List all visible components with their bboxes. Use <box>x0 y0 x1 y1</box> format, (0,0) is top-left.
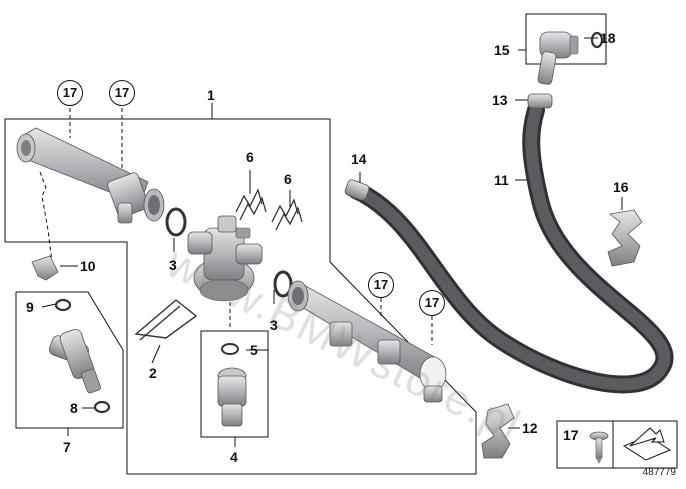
callout-10: 10 <box>80 258 96 274</box>
legend-callout-17: 17 <box>563 427 579 443</box>
callout-15: 15 <box>494 42 510 58</box>
clip-10 <box>31 255 59 281</box>
frame-legend <box>556 420 678 469</box>
o-ring-3-left <box>165 207 187 237</box>
injector-7 <box>49 298 111 414</box>
legend-arrow-icon <box>622 427 672 461</box>
callout-17-circled: 17 <box>368 272 394 298</box>
callout-3-left: 3 <box>169 257 177 273</box>
hose-clamp-13 <box>527 93 553 109</box>
callout-18: 18 <box>600 30 616 46</box>
connector-15 <box>537 31 579 85</box>
callout-4: 4 <box>230 449 238 465</box>
hose-clamp-14 <box>344 179 370 201</box>
fuel-hose-11 <box>347 101 674 394</box>
callout-17-circled: 17 <box>57 80 83 106</box>
callout-11: 11 <box>494 172 509 188</box>
frame-connector-15 <box>525 13 607 65</box>
o-ring-18 <box>590 31 604 49</box>
callout-8: 8 <box>70 400 78 416</box>
fuel-rail-right <box>287 280 447 403</box>
callout-9: 9 <box>26 299 34 315</box>
callout-7: 7 <box>63 439 71 455</box>
holder-12 <box>481 403 515 459</box>
bracket-2 <box>134 299 198 341</box>
callout-16: 16 <box>613 179 629 195</box>
callout-5: 5 <box>250 342 258 358</box>
frames <box>4 13 678 475</box>
callout-13: 13 <box>492 92 508 108</box>
holder-16 <box>607 209 643 267</box>
callout-14: 14 <box>351 151 367 167</box>
callout-6-right: 6 <box>284 171 292 187</box>
frame-assembly-1 <box>4 118 477 475</box>
o-ring-3-right <box>273 270 293 298</box>
callout-17-circled: 17 <box>419 290 445 316</box>
callout-2: 2 <box>149 365 157 381</box>
callout-17-circled: 17 <box>109 80 135 106</box>
spring-clips-6 <box>235 188 303 231</box>
frame-injector-7 <box>15 291 124 429</box>
callout-6-left: 6 <box>246 149 254 165</box>
sensor-4 <box>217 343 247 427</box>
leader-lines <box>39 37 623 447</box>
callout-12: 12 <box>522 420 538 436</box>
callout-3-right: 3 <box>270 317 278 333</box>
legend-screw-17 <box>589 431 609 464</box>
diagram-reference-number: 487779 <box>642 467 676 478</box>
pressure-regulator <box>187 215 263 302</box>
fuel-rail-left <box>16 127 165 224</box>
callout-1: 1 <box>207 87 215 103</box>
